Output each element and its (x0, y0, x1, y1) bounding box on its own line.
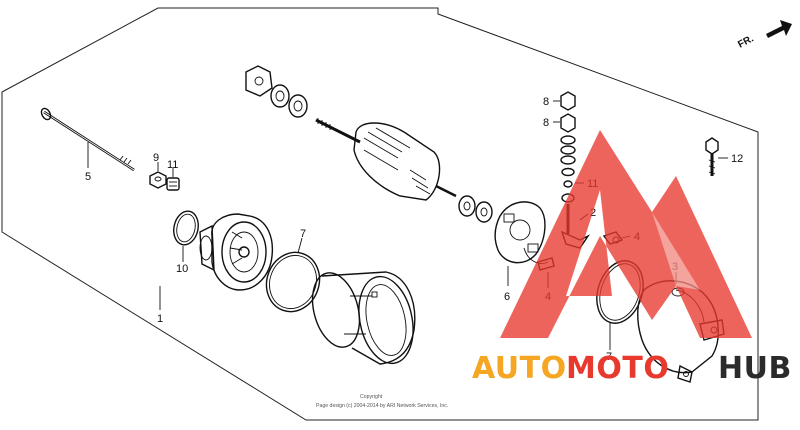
fr-label: FR. (736, 33, 756, 50)
bolt-12 (705, 137, 719, 176)
armature (245, 65, 493, 223)
callout-11-left: 11 (167, 159, 178, 171)
copyright-line-2: Page design (c) 2004-2014 by ARI Network… (316, 403, 448, 409)
o-ring-10 (173, 210, 199, 246)
leader-7-left (297, 237, 303, 254)
motor-yoke (311, 271, 416, 365)
front-direction-indicator: FR. (736, 20, 792, 51)
callout-8-bottom: 8 (543, 117, 549, 129)
callout-8-top: 8 (543, 96, 549, 108)
watermark-wordmark: AUTO MOTO HUB (472, 351, 792, 386)
diagram-frame (1, 7, 759, 421)
callout-7-left: 7 (300, 228, 306, 240)
callout-2: 2 (590, 207, 596, 219)
callout-1: 1 (157, 313, 163, 325)
watermark-logo (500, 130, 752, 338)
callout-7-right: 7 (606, 351, 612, 363)
front-arrow-icon (766, 20, 792, 38)
o-ring-7-left (265, 251, 321, 313)
logo-word-auto: AUTO (472, 351, 567, 386)
callout-6: 6 (504, 291, 510, 303)
logo-word-moto: MOTO (566, 351, 669, 386)
washer-9 (149, 171, 167, 189)
logo-triangle-icon (500, 130, 752, 338)
callout-12: 12 (731, 153, 743, 165)
nut-11-left (166, 177, 180, 191)
front-cover (199, 213, 274, 291)
callout-9: 9 (153, 152, 159, 164)
callout-5: 5 (85, 171, 91, 183)
brush-holder (494, 201, 549, 264)
logo-word-hub: HUB (718, 351, 792, 386)
through-bolt (40, 107, 135, 172)
copyright-line-1: Copyright (360, 394, 383, 400)
callout-10: 10 (176, 263, 188, 275)
